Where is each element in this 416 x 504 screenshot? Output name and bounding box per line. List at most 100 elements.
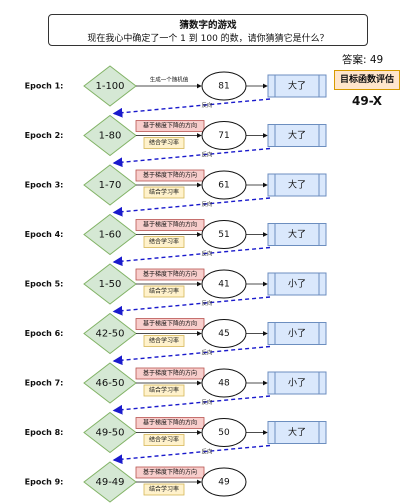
epoch-label: Epoch 8:	[25, 428, 64, 437]
reverse-arrow	[112, 296, 271, 316]
epoch-label: Epoch 1:	[25, 82, 64, 91]
range-diamond	[83, 263, 137, 305]
reverse-label: 反向	[201, 348, 212, 356]
reverse-arrow	[112, 395, 271, 415]
guess-value: 48	[218, 379, 230, 389]
guess-value: 61	[218, 181, 229, 191]
epoch-label: Epoch 2:	[25, 131, 64, 140]
gradient-direction-label: 基于梯度下降的方向	[143, 171, 197, 179]
reverse-label: 反向	[201, 101, 212, 109]
gradient-direction-box	[135, 120, 205, 132]
guess-value: 51	[218, 230, 229, 240]
reverse-label: 反向	[201, 249, 212, 257]
gradient-direction-box	[135, 318, 205, 330]
gradient-direction-label: 基于梯度下降的方向	[143, 221, 197, 229]
range-label: 1-100	[95, 81, 124, 92]
result-label: 大了	[288, 228, 306, 240]
learning-rate-box	[143, 285, 185, 298]
learning-rate-label: 结合学习率	[149, 139, 179, 147]
range-diamond	[83, 164, 137, 206]
range-diamond	[83, 114, 137, 157]
learning-rate-label: 结合学习率	[149, 188, 179, 196]
guess-ellipse	[201, 467, 247, 497]
learning-rate-box	[143, 434, 185, 446]
result-label: 大了	[288, 80, 306, 92]
reverse-label: 反向	[201, 299, 212, 307]
reverse-arrow	[112, 98, 271, 118]
learning-rate-label: 结合学习率	[149, 485, 179, 493]
random-value-label: 生成一个随机值	[150, 76, 189, 84]
range-label: 1-80	[99, 131, 122, 142]
learning-rate-box	[143, 236, 185, 248]
learning-rate-label: 结合学习率	[149, 337, 179, 345]
result-label: 小了	[288, 279, 306, 290]
reverse-arrow	[112, 444, 271, 465]
epoch-label: Epoch 7:	[25, 379, 64, 388]
result-label: 大了	[288, 129, 306, 141]
range-diamond	[83, 213, 137, 256]
range-label: 49-50	[95, 428, 124, 439]
gradient-direction-label: 基于梯度下降的方向	[143, 320, 197, 328]
learning-rate-box	[143, 137, 185, 149]
epoch-label: Epoch 5:	[25, 280, 64, 289]
reverse-arrow	[112, 246, 271, 267]
result-box	[267, 74, 327, 98]
reverse-arrow	[112, 197, 271, 217]
gradient-direction-box	[135, 169, 205, 182]
reverse-label: 反向	[201, 200, 212, 208]
reverse-label: 反向	[201, 150, 212, 158]
result-box	[267, 173, 327, 197]
objective-formula: 49-X	[352, 94, 382, 108]
objective-evaluation-box: 目标函数评估	[334, 70, 400, 90]
result-box	[267, 272, 327, 296]
epoch-label: Epoch 9:	[25, 478, 64, 487]
learning-rate-box	[143, 483, 185, 496]
result-label: 小了	[288, 378, 306, 389]
epoch-label: Epoch 4:	[25, 230, 64, 239]
result-label: 小了	[288, 328, 306, 339]
range-diamond	[83, 362, 137, 404]
gradient-direction-box	[135, 219, 205, 231]
range-label: 1-70	[99, 180, 122, 191]
gradient-direction-box	[135, 466, 205, 479]
result-label: 大了	[288, 179, 306, 191]
guess-value: 81	[218, 82, 229, 92]
header-title: 猜数字的游戏	[179, 20, 237, 31]
header-box: 猜数字的游戏 现在我心中确定了一个 1 到 100 的数，请你猜猜它是什么？	[48, 14, 368, 46]
result-box	[267, 421, 327, 444]
epoch-label: Epoch 6:	[25, 329, 64, 338]
range-diamond	[83, 312, 137, 355]
learning-rate-label: 结合学习率	[149, 436, 179, 444]
result-label: 大了	[288, 426, 306, 438]
reverse-arrow	[112, 147, 271, 168]
range-diamond	[83, 65, 137, 107]
reverse-label: 反向	[201, 447, 212, 455]
gradient-direction-label: 基于梯度下降的方向	[143, 369, 197, 377]
result-box	[267, 322, 327, 345]
answer-label: 答案: 49	[342, 54, 384, 66]
range-label: 49-49	[95, 477, 124, 488]
guess-value: 41	[218, 280, 229, 290]
learning-rate-box	[143, 186, 185, 199]
range-label: 1-60	[99, 230, 122, 241]
result-box	[267, 223, 327, 246]
range-diamond	[83, 461, 137, 503]
range-label: 42-50	[95, 329, 124, 340]
gradient-direction-box	[135, 268, 205, 281]
header-question: 现在我心中确定了一个 1 到 100 的数，请你猜猜它是什么？	[87, 34, 329, 44]
learning-rate-label: 结合学习率	[149, 287, 179, 295]
learning-rate-label: 结合学习率	[149, 238, 179, 246]
gradient-direction-label: 基于梯度下降的方向	[143, 122, 197, 130]
learning-rate-box	[143, 335, 185, 347]
guess-value: 50	[218, 428, 230, 438]
guess-value: 49	[218, 478, 230, 488]
gradient-direction-box	[135, 417, 205, 429]
gradient-direction-label: 基于梯度下降的方向	[143, 468, 197, 476]
result-box	[267, 124, 327, 147]
range-label: 46-50	[95, 378, 124, 389]
learning-rate-label: 结合学习率	[149, 386, 179, 394]
range-diamond	[83, 411, 137, 454]
guess-value: 71	[218, 131, 229, 141]
